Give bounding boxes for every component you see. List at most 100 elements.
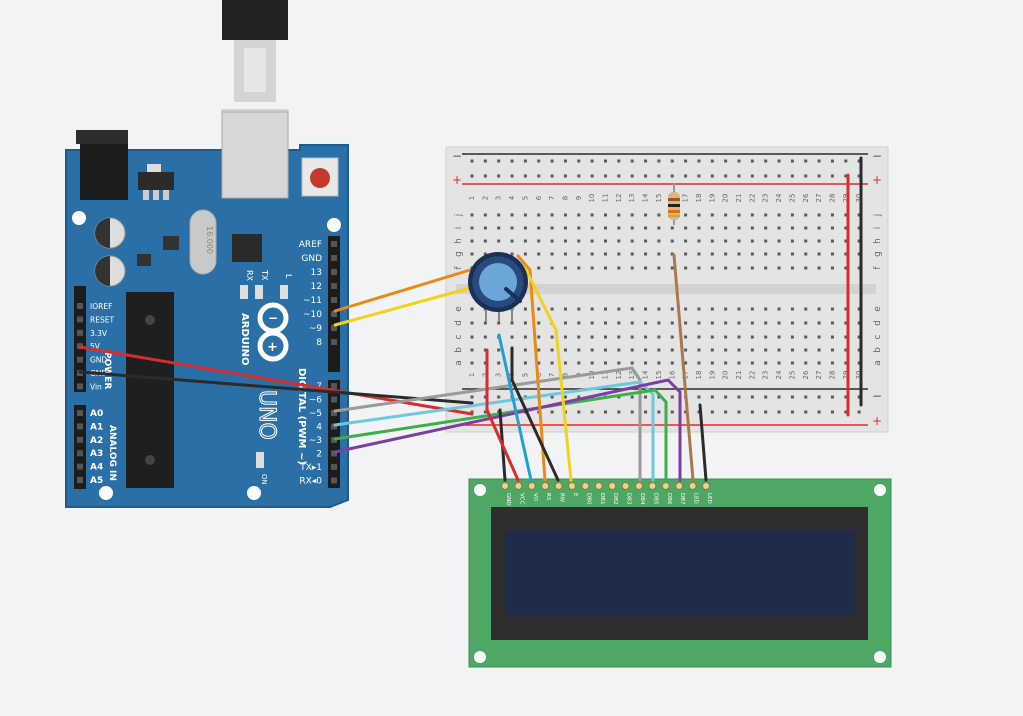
- lcd-pin[interactable]: [581, 482, 590, 490]
- analog-pin-socket[interactable]: [77, 450, 83, 457]
- breadboard-hole[interactable]: [697, 361, 701, 365]
- breadboard-rail-hole[interactable]: [750, 410, 754, 414]
- breadboard-hole[interactable]: [617, 348, 621, 352]
- breadboard-hole[interactable]: [724, 307, 728, 311]
- breadboard-rail-hole[interactable]: [670, 410, 674, 414]
- breadboard-hole[interactable]: [777, 321, 781, 325]
- breadboard-hole[interactable]: [857, 321, 861, 325]
- breadboard-rail-hole[interactable]: [804, 174, 808, 178]
- breadboard-hole[interactable]: [537, 307, 541, 311]
- breadboard-rail-hole[interactable]: [844, 174, 848, 178]
- breadboard-hole[interactable]: [684, 361, 688, 365]
- wire-lcd-led-black[interactable]: [698, 403, 708, 482]
- digital-pin-socket[interactable]: [331, 269, 337, 275]
- breadboard-hole[interactable]: [670, 335, 674, 339]
- breadboard-hole[interactable]: [483, 252, 487, 256]
- breadboard-hole[interactable]: [617, 239, 621, 243]
- lcd-pin[interactable]: [568, 482, 576, 490]
- breadboard-hole[interactable]: [804, 307, 808, 311]
- breadboard-hole[interactable]: [657, 213, 661, 217]
- breadboard-hole[interactable]: [750, 239, 754, 243]
- breadboard-rail-hole[interactable]: [697, 410, 701, 414]
- breadboard-hole[interactable]: [470, 361, 474, 365]
- breadboard-hole[interactable]: [670, 361, 674, 365]
- breadboard-hole[interactable]: [537, 266, 541, 270]
- breadboard-rail-hole[interactable]: [617, 174, 621, 178]
- breadboard-hole[interactable]: [857, 335, 861, 339]
- breadboard-hole[interactable]: [617, 213, 621, 217]
- breadboard-rail-hole[interactable]: [857, 410, 861, 414]
- breadboard-hole[interactable]: [710, 226, 714, 230]
- breadboard-hole[interactable]: [790, 226, 794, 230]
- breadboard-hole[interactable]: [630, 213, 634, 217]
- breadboard-rail-hole[interactable]: [710, 410, 714, 414]
- breadboard-hole[interactable]: [684, 348, 688, 352]
- breadboard-hole[interactable]: [777, 266, 781, 270]
- breadboard-rail-hole[interactable]: [590, 159, 594, 163]
- breadboard-hole[interactable]: [804, 213, 808, 217]
- breadboard-hole[interactable]: [817, 252, 821, 256]
- breadboard-rail-hole[interactable]: [644, 410, 648, 414]
- breadboard-hole[interactable]: [630, 266, 634, 270]
- breadboard-hole[interactable]: [750, 266, 754, 270]
- breadboard-hole[interactable]: [844, 307, 848, 311]
- breadboard-hole[interactable]: [750, 226, 754, 230]
- breadboard-hole[interactable]: [670, 348, 674, 352]
- breadboard-hole[interactable]: [830, 252, 834, 256]
- breadboard-rail-hole[interactable]: [670, 159, 674, 163]
- breadboard-hole[interactable]: [604, 226, 607, 230]
- breadboard-rail-hole[interactable]: [817, 159, 821, 163]
- breadboard-rail-hole[interactable]: [750, 174, 754, 178]
- breadboard-hole[interactable]: [497, 239, 501, 243]
- breadboard-hole[interactable]: [537, 361, 541, 365]
- breadboard-hole[interactable]: [550, 213, 554, 217]
- breadboard-rail-hole[interactable]: [750, 159, 754, 163]
- breadboard-hole[interactable]: [563, 361, 567, 365]
- breadboard-rail-hole[interactable]: [510, 174, 514, 178]
- breadboard-rail-hole[interactable]: [790, 395, 794, 399]
- breadboard-hole[interactable]: [510, 252, 514, 256]
- breadboard-rail-hole[interactable]: [537, 174, 541, 178]
- breadboard-rail-hole[interactable]: [483, 410, 487, 414]
- breadboard-hole[interactable]: [604, 321, 607, 325]
- breadboard-hole[interactable]: [737, 226, 741, 230]
- lcd-pin[interactable]: [541, 482, 550, 490]
- wire-5v-red[interactable]: [78, 345, 474, 416]
- breadboard-hole[interactable]: [497, 321, 501, 325]
- breadboard-hole[interactable]: [830, 321, 834, 325]
- breadboard-rail-hole[interactable]: [804, 410, 808, 414]
- breadboard-rail-hole[interactable]: [844, 410, 848, 414]
- breadboard-rail-hole[interactable]: [724, 174, 728, 178]
- breadboard-hole[interactable]: [670, 307, 674, 311]
- breadboard-hole[interactable]: [817, 321, 821, 325]
- breadboard-hole[interactable]: [817, 361, 821, 365]
- breadboard-hole[interactable]: [537, 335, 541, 339]
- breadboard-hole[interactable]: [830, 266, 834, 270]
- digital-pin-socket[interactable]: [331, 255, 337, 261]
- breadboard-hole[interactable]: [764, 252, 768, 256]
- breadboard-hole[interactable]: [577, 252, 581, 256]
- breadboard-hole[interactable]: [590, 335, 594, 339]
- breadboard-hole[interactable]: [697, 226, 701, 230]
- breadboard-rail-hole[interactable]: [777, 410, 781, 414]
- breadboard-hole[interactable]: [724, 213, 728, 217]
- breadboard-rail-hole[interactable]: [844, 395, 848, 399]
- breadboard-rail-hole[interactable]: [817, 410, 821, 414]
- breadboard-rail-hole[interactable]: [724, 395, 728, 399]
- breadboard-hole[interactable]: [657, 226, 661, 230]
- breadboard-hole[interactable]: [697, 307, 701, 311]
- breadboard-hole[interactable]: [804, 361, 808, 365]
- breadboard-hole[interactable]: [697, 266, 701, 270]
- breadboard-hole[interactable]: [857, 213, 861, 217]
- breadboard-rail-hole[interactable]: [710, 395, 714, 399]
- breadboard-hole[interactable]: [817, 213, 821, 217]
- breadboard-hole[interactable]: [590, 239, 594, 243]
- breadboard-hole[interactable]: [483, 361, 487, 365]
- breadboard-rail-hole[interactable]: [630, 174, 634, 178]
- breadboard-rail-hole[interactable]: [577, 174, 581, 178]
- breadboard-hole[interactable]: [777, 361, 781, 365]
- power-pin-socket[interactable]: [77, 316, 83, 323]
- breadboard-rail-hole[interactable]: [617, 410, 621, 414]
- breadboard-hole[interactable]: [470, 307, 474, 311]
- breadboard-rail-hole[interactable]: [764, 410, 768, 414]
